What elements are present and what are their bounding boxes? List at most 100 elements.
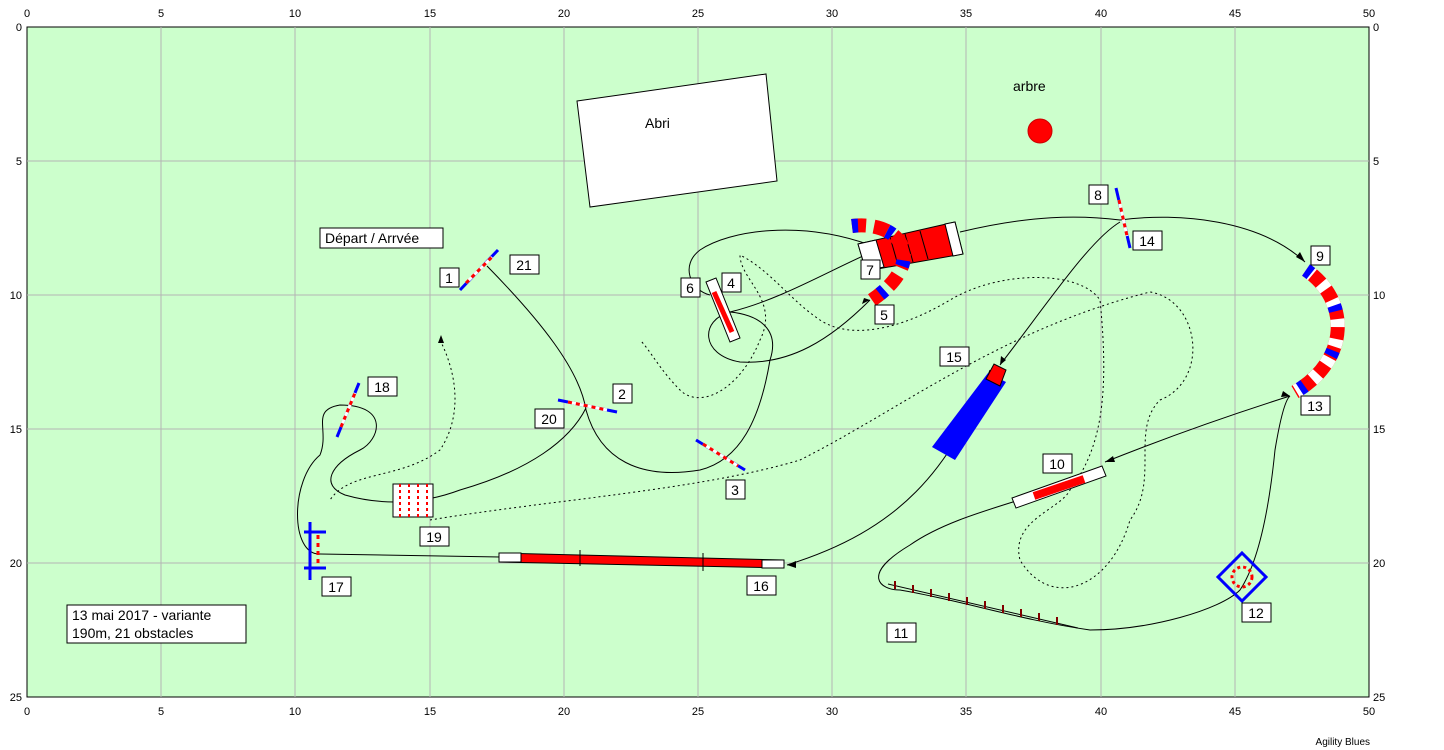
number-text: 2 [618,386,626,402]
obstacle-number-21: 21 [509,254,540,275]
shelter-label: Abri [645,115,670,131]
number-text: 19 [426,529,442,545]
x-axis-bottom: 0 5 10 15 20 25 30 35 40 45 50 [24,706,1375,718]
obstacle-number-15: 15 [939,346,970,367]
jump-obstacle [557,398,618,414]
obstacle-number-11: 11 [886,622,917,643]
curved-tunnel-obstacle [1291,264,1345,399]
obstacle-number-16: 16 [746,575,777,596]
jump-obstacle [304,522,326,580]
y-axis-right: 0 5 10 15 20 25 [1373,22,1385,704]
x-tick: 20 [558,8,570,20]
x-tick: 45 [1229,8,1241,20]
start-finish-text: Départ / Arrvée [325,230,419,246]
y-tick: 5 [1373,156,1379,168]
x-tick: 30 [826,706,838,718]
x-tick: 10 [289,706,301,718]
jump-obstacle [458,248,500,292]
obstacle-number-4: 4 [721,272,742,293]
obstacle-number-7: 7 [860,259,881,280]
number-text: 3 [731,482,739,498]
number-text: 5 [880,307,888,323]
number-text: 13 [1307,398,1323,414]
x-tick: 15 [424,8,436,20]
obstacle-number-20: 20 [534,408,565,429]
x-tick: 35 [960,706,972,718]
y-tick: 20 [10,558,22,570]
y-tick: 5 [16,156,22,168]
tree-label: arbre [1013,78,1046,94]
x-tick: 0 [24,706,30,718]
obstacle-number-10: 10 [1042,453,1073,474]
x-tick: 30 [826,8,838,20]
obstacle-number-6: 6 [680,277,701,298]
number-text: 7 [866,262,874,278]
number-text: 8 [1094,187,1102,203]
obstacle-number-19: 19 [419,526,450,547]
y-tick: 0 [1373,22,1379,34]
x-tick: 40 [1095,706,1107,718]
x-tick: 5 [158,8,164,20]
teeter-obstacle [1011,465,1107,509]
y-axis-left: 0 5 10 15 20 25 [10,22,22,704]
x-tick: 40 [1095,8,1107,20]
y-tick: 15 [10,424,22,436]
start-finish-label: Départ / Arrvée [319,227,444,249]
number-text: 16 [753,578,769,594]
tunnel-obstacle [851,218,911,306]
course-info-box: 13 mai 2017 - variante 190m, 21 obstacle… [66,604,247,644]
number-text: 17 [328,579,344,595]
dog-path [297,216,1306,631]
obstacle-number-14: 14 [1132,230,1163,251]
number-text: 20 [541,411,557,427]
obstacle-number-2: 2 [612,383,633,404]
obstacle-number-18: 18 [367,376,398,397]
info-stats: 190m, 21 obstacles [72,625,193,641]
x-axis-top: 0 5 10 15 20 25 30 35 40 45 50 [24,8,1375,20]
x-tick: 0 [24,8,30,20]
chute-obstacle [932,363,1007,460]
credit-text: Agility Blues [1315,737,1370,748]
number-text: 12 [1248,605,1264,621]
y-tick: 25 [10,692,22,704]
number-text: 4 [727,275,735,291]
y-tick: 0 [16,22,22,34]
obstacle-number-3: 3 [725,479,746,500]
obstacle-number-1: 1 [439,267,460,288]
path-arrowheads [787,252,1305,568]
number-text: 9 [1316,248,1324,264]
x-tick: 25 [692,706,704,718]
x-tick: 45 [1229,706,1241,718]
number-text: 6 [686,280,694,296]
jump-obstacle [695,438,746,472]
number-text: 18 [374,379,390,395]
x-tick: 50 [1363,8,1375,20]
number-text: 14 [1139,233,1155,249]
dogwalk-obstacle [498,550,785,571]
seesaw-obstacle [705,277,741,343]
y-tick: 20 [1373,558,1385,570]
obstacle-number-9: 9 [1310,245,1331,266]
x-tick: 5 [158,706,164,718]
x-tick: 35 [960,8,972,20]
obstacle-number-13: 13 [1300,395,1331,416]
x-tick: 10 [289,8,301,20]
handler-start-arrow [438,335,444,343]
obstacle-number-12: 12 [1241,602,1272,623]
y-tick: 25 [1373,692,1385,704]
y-tick: 10 [1373,290,1385,302]
jump-obstacle [1114,187,1132,249]
shelter-building [576,73,778,208]
jump-obstacle [335,382,361,438]
x-tick: 50 [1363,706,1375,718]
number-text: 1 [445,270,453,286]
obstacle-number-8: 8 [1088,184,1109,205]
x-tick: 20 [558,706,570,718]
number-text: 10 [1049,456,1065,472]
long-jump-obstacle [392,483,434,518]
number-text: 11 [894,625,909,641]
number-text: 15 [946,349,962,365]
obstacle-number-5: 5 [874,304,895,325]
handler-path [329,254,1194,589]
